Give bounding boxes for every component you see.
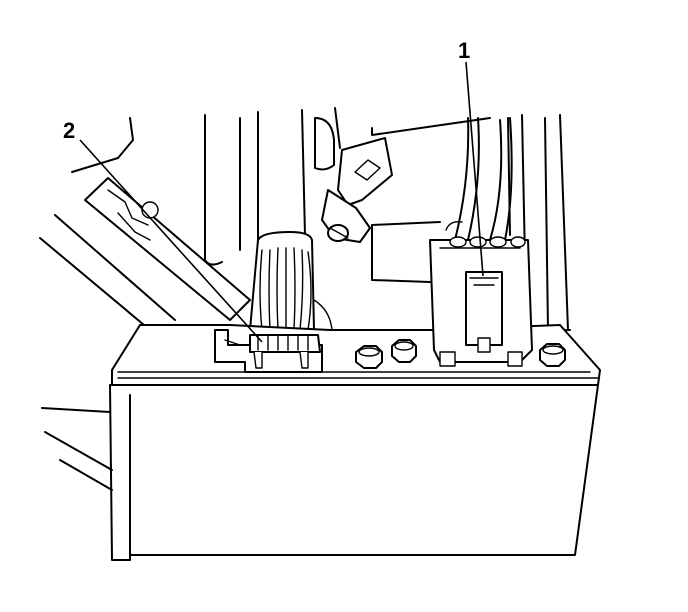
left-bracket-panel xyxy=(39,117,251,331)
mounting-bracket xyxy=(314,117,393,243)
connector-2 xyxy=(214,329,323,373)
wire-harness-right xyxy=(445,117,513,241)
callout-2-leader xyxy=(79,139,263,343)
rear-column xyxy=(204,107,341,266)
mounting-bolts xyxy=(355,339,566,369)
bolt-2 xyxy=(391,339,417,363)
callout-1-leader xyxy=(465,61,484,277)
bolt-3 xyxy=(539,343,566,367)
bolt-1 xyxy=(355,345,383,369)
callout-2-label: 2 xyxy=(63,118,75,143)
connector-1 xyxy=(429,236,533,367)
callout-1-label: 1 xyxy=(458,38,470,63)
wire-harness-left xyxy=(249,231,333,331)
